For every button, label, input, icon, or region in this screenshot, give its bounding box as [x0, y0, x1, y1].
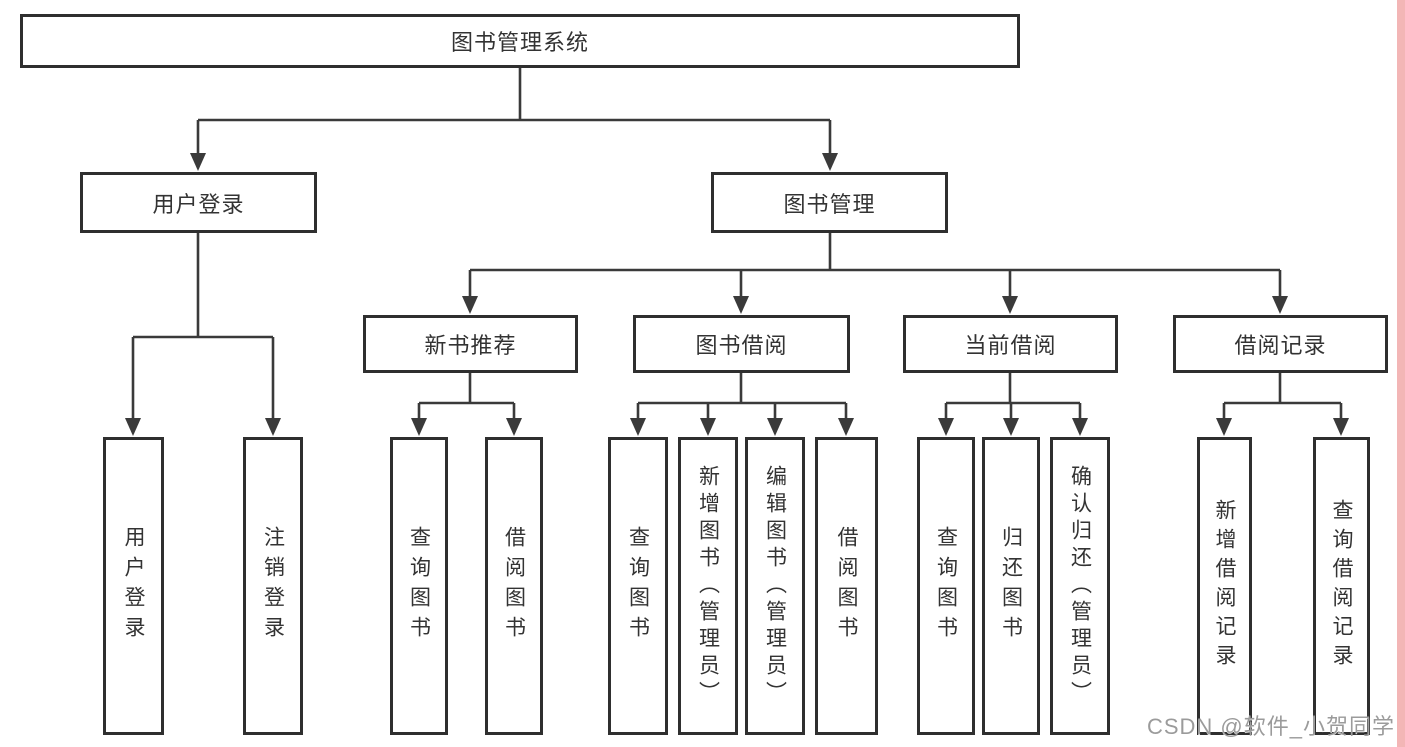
- leaf-user-login: 用户登录: [103, 437, 164, 735]
- leaf-add-books-admin: 新增图书（管理员）: [678, 437, 738, 735]
- leaf-query-borrow-record-label: 查询借阅记录: [1330, 499, 1353, 673]
- leaf-return-books-label: 归还图书: [999, 526, 1023, 646]
- leaf-add-borrow-record: 新增借阅记录: [1197, 437, 1252, 735]
- leaf-confirm-return-admin: 确认归还（管理员）: [1050, 437, 1110, 735]
- leaf-borrow-query-books: 查询图书: [608, 437, 668, 735]
- leaf-recommend-borrow-books-label: 借阅图书: [502, 526, 526, 646]
- node-book-management: 图书管理: [711, 172, 948, 233]
- leaf-return-books: 归还图书: [982, 437, 1040, 735]
- leaf-edit-books-admin-label: 编辑图书（管理员）: [763, 464, 787, 708]
- node-root: 图书管理系统: [20, 14, 1020, 68]
- node-book-borrow-label: 图书借阅: [695, 333, 788, 358]
- leaf-add-books-admin-label: 新增图书（管理员）: [696, 464, 720, 708]
- node-book-borrow: 图书借阅: [633, 315, 850, 373]
- leaf-borrow-books: 借阅图书: [815, 437, 878, 735]
- leaf-borrow-query-books-label: 查询图书: [626, 526, 650, 646]
- arrowheads: [125, 153, 1349, 436]
- node-user-login-label: 用户登录: [152, 191, 245, 217]
- node-current-borrow: 当前借阅: [903, 315, 1118, 373]
- node-current-borrow-label: 当前借阅: [964, 333, 1057, 358]
- leaf-borrow-books-label: 借阅图书: [835, 526, 858, 646]
- leaf-user-login-label: 用户登录: [122, 526, 145, 646]
- leaf-add-borrow-record-label: 新增借阅记录: [1213, 499, 1236, 673]
- leaf-current-query-books-label: 查询图书: [934, 526, 958, 646]
- leaf-recommend-borrow-books: 借阅图书: [485, 437, 543, 735]
- leaf-recommend-query-books-label: 查询图书: [407, 526, 431, 646]
- leaf-query-borrow-record: 查询借阅记录: [1313, 437, 1370, 735]
- leaf-recommend-query-books: 查询图书: [390, 437, 448, 735]
- leaf-current-query-books: 查询图书: [917, 437, 975, 735]
- node-borrow-records-label: 借阅记录: [1234, 333, 1327, 358]
- leaf-edit-books-admin: 编辑图书（管理员）: [745, 437, 805, 735]
- node-new-book-recommend: 新书推荐: [363, 315, 578, 373]
- node-root-label: 图书管理系统: [450, 30, 589, 55]
- leaf-confirm-return-admin-label: 确认归还（管理员）: [1068, 464, 1092, 708]
- leaf-logout: 注销登录: [243, 437, 303, 735]
- node-user-login: 用户登录: [80, 172, 317, 233]
- right-edge-strip: [1397, 0, 1405, 747]
- node-borrow-records: 借阅记录: [1173, 315, 1388, 373]
- node-new-book-recommend-label: 新书推荐: [424, 333, 517, 358]
- leaf-logout-label: 注销登录: [261, 526, 285, 646]
- csdn-watermark: CSDN @软件_小贺同学: [1146, 714, 1395, 739]
- node-book-management-label: 图书管理: [783, 191, 876, 217]
